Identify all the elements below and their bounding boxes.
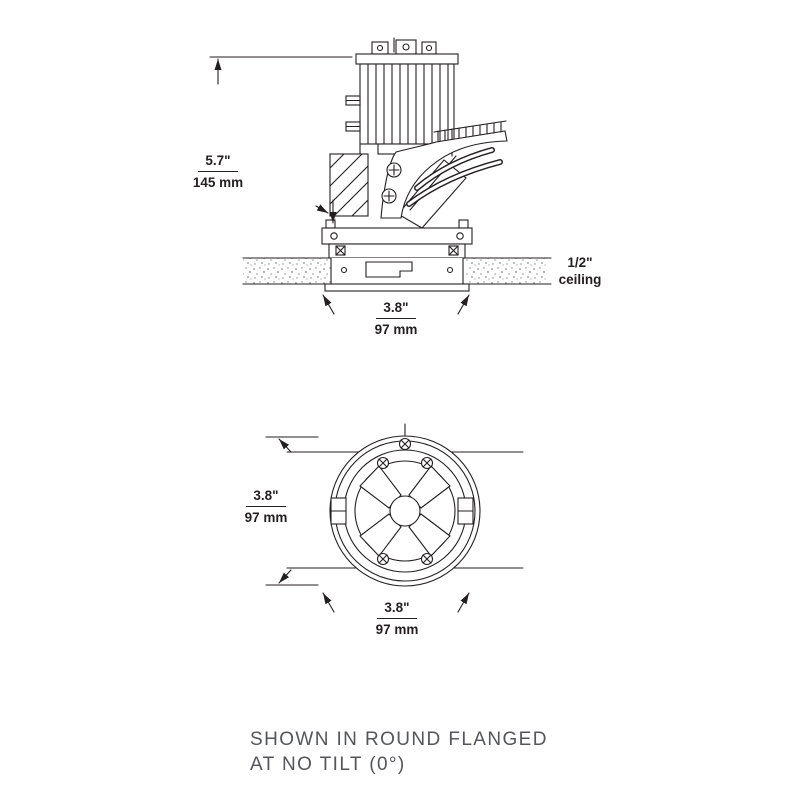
driver-box (315, 153, 369, 217)
side-width-dimension-label: 3.8" 97 mm (364, 300, 428, 337)
front-diameter-left-inches: 3.8" (246, 488, 286, 507)
side-height-mm: 145 mm (192, 175, 244, 190)
ceiling-thickness-word: ceiling (558, 272, 602, 287)
front-diameter-bottom-inches: 3.8" (377, 600, 417, 619)
front-diameter-left-mm: 97 mm (244, 510, 288, 525)
figure-caption: SHOWN IN ROUND FLANGED AT NO TILT (0°) (250, 727, 548, 777)
side-view-dimension-lines (209, 56, 470, 315)
side-width-inches: 3.8" (376, 300, 416, 319)
mounting-frame (321, 219, 473, 292)
front-diameter-dimension-label-left: 3.8" 97 mm (234, 488, 298, 525)
caption-line-1: SHOWN IN ROUND FLANGED (250, 729, 548, 750)
caption-line-2: AT NO TILT (0°) (250, 754, 406, 775)
front-view-plate-lines (286, 423, 524, 569)
ceiling-thickness-note: 1/2" ceiling (550, 254, 610, 288)
ceiling-thickness-value: 1/2" (567, 255, 593, 270)
front-view-dimension-lines (265, 436, 470, 613)
front-diameter-dimension-label-bottom: 3.8" 97 mm (365, 600, 429, 637)
front-diameter-bottom-mm: 97 mm (375, 622, 419, 637)
front-view-round-flange (329, 435, 481, 587)
side-height-inches: 5.7" (198, 153, 238, 172)
tilt-yoke-arm (380, 120, 508, 219)
ceiling-section (242, 257, 552, 285)
side-width-mm: 97 mm (374, 322, 418, 337)
side-height-dimension-label: 5.7" 145 mm (186, 153, 250, 190)
